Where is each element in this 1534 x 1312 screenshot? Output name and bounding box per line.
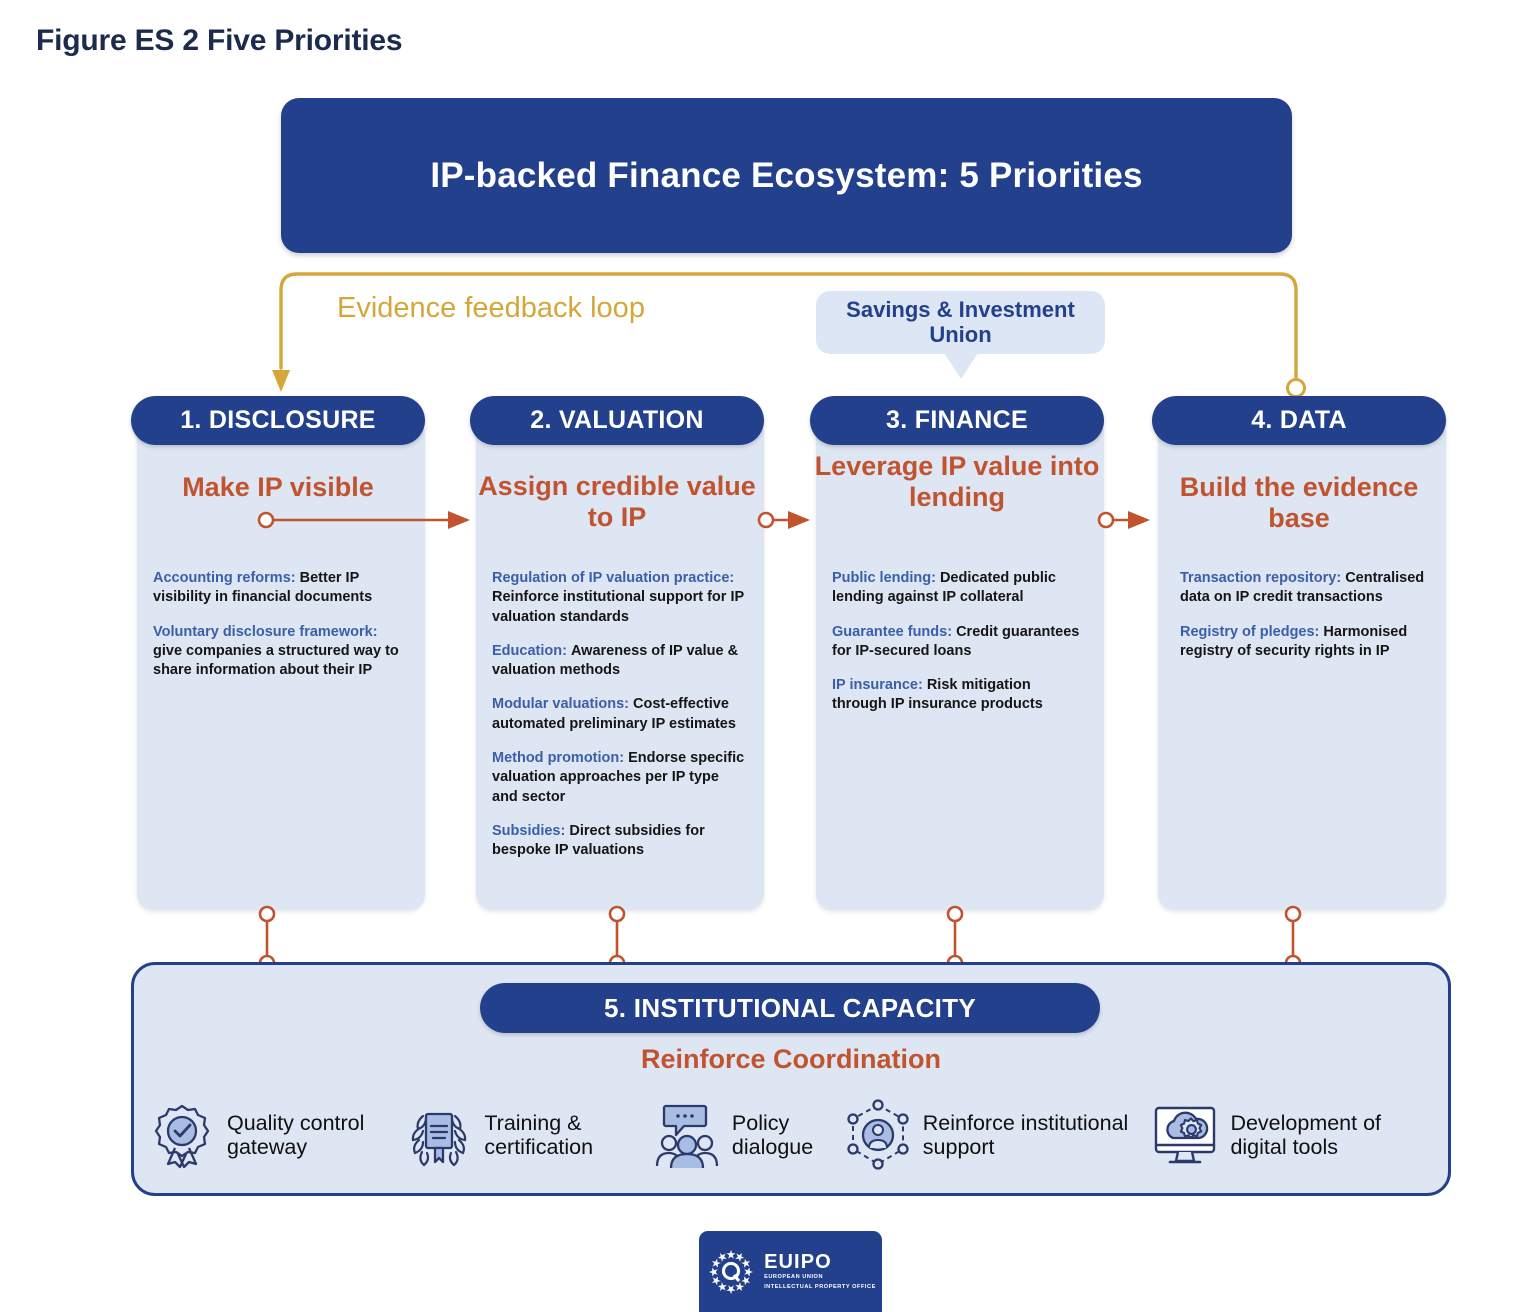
item-label: Method promotion: — [492, 749, 625, 766]
column-header-valuation[interactable]: 2. VALUATION — [470, 396, 764, 445]
euipo-logo: EUIPO EUROPEAN UNION INTELLECTUAL PROPER… — [699, 1231, 882, 1312]
list-item: Accounting reforms: Better IP visibility… — [153, 569, 405, 608]
column-item-list: Regulation of IP valuation practice: Rei… — [492, 569, 748, 875]
item-desc: Credit guarantees for IP-secured loans — [832, 623, 1080, 659]
column-header-label: 3. FINANCE — [886, 406, 1028, 434]
item-desc: Reinforce institutional support for IP v… — [492, 589, 744, 625]
column-subtitle: Assign credible value to IP — [478, 471, 756, 533]
column-header-label: 2. VALUATION — [530, 406, 704, 434]
column-panel — [816, 418, 1104, 910]
evidence-feedback-loop-arrow — [272, 272, 1306, 398]
capacity-item-label: Training & certification — [484, 1110, 594, 1159]
eu-stars-icon — [709, 1249, 754, 1294]
item-label: Regulation of IP valuation practice: — [492, 570, 735, 586]
people-speech-icon — [655, 1104, 719, 1169]
capacity-header[interactable]: 5. INSTITUTIONAL CAPACITY — [480, 983, 1100, 1033]
euipo-wordmark: EUIPO EUROPEAN UNION INTELLECTUAL PROPER… — [764, 1252, 876, 1291]
capacity-item-quality-control: Quality control gateway — [145, 1098, 402, 1172]
capacity-item-institutional-support: Reinforce institutional support — [841, 1098, 1149, 1172]
item-desc: give companies a structured way to share… — [153, 642, 399, 679]
savings-investment-union-label: Savings & Investment Union — [846, 296, 1075, 347]
item-label: Transaction repository: — [1180, 570, 1342, 586]
quality-badge-icon — [154, 1104, 210, 1169]
capacity-item-policy-dialogue: Policy dialogue — [650, 1098, 841, 1172]
item-label: Education: — [492, 642, 567, 659]
list-item: Education: Awareness of IP value & valua… — [492, 642, 748, 681]
list-item: Transaction repository: Centralised data… — [1180, 569, 1436, 608]
capacity-item-list: Quality control gateway Training & — [145, 1090, 1440, 1180]
item-desc: Harmonised registry of security rights i… — [1180, 623, 1408, 659]
item-desc: Centralised data on IP credit transactio… — [1180, 570, 1425, 606]
euipo-line1: EUROPEAN UNION — [764, 1274, 824, 1281]
item-label: Registry of pledges: — [1180, 623, 1320, 640]
network-person-icon — [847, 1099, 909, 1170]
column-subtitle: Make IP visible — [182, 472, 374, 502]
item-label: Modular valuations: — [492, 696, 629, 713]
certificate-laurel-icon — [412, 1112, 467, 1167]
column-item-list: Accounting reforms: Better IP visibility… — [153, 569, 405, 695]
item-label: Voluntary disclosure framework: — [153, 623, 378, 640]
capacity-item-training: Training & certification — [402, 1098, 650, 1172]
euipo-line2: INTELLECTUAL PROPERTY OFFICE — [764, 1283, 876, 1290]
capacity-header-label: 5. INSTITUTIONAL CAPACITY — [604, 992, 976, 1023]
capacity-item-digital-tools: Development of digital tools — [1148, 1098, 1440, 1172]
list-item: Public lending: Dedicated public lending… — [832, 569, 1088, 608]
capacity-item-label: Policy dialogue — [731, 1110, 814, 1159]
item-desc: Awareness of IP value & valuation method… — [492, 642, 739, 679]
list-item: Guarantee funds: Credit guarantees for I… — [832, 623, 1088, 662]
item-desc: Endorse specific valuation approaches pe… — [492, 749, 745, 805]
list-item: Voluntary disclosure framework: give com… — [153, 623, 405, 681]
column-panel — [1158, 418, 1446, 910]
column-panel — [137, 418, 425, 910]
savings-investment-union-callout: Savings & Investment Union — [816, 291, 1105, 354]
item-label: Accounting reforms: — [153, 570, 296, 586]
column-header-finance[interactable]: 3. FINANCE — [810, 396, 1104, 445]
column-subtitle: Build the evidence base — [1179, 472, 1419, 534]
master-banner: IP-backed Finance Ecosystem: 5 Prioritie… — [281, 98, 1292, 253]
capacity-item-label: Quality control gateway — [227, 1110, 365, 1159]
evidence-feedback-loop-label: Evidence feedback loop — [337, 292, 645, 324]
list-item: Modular valuations: Cost-effective autom… — [492, 695, 748, 734]
column-header-disclosure[interactable]: 1. DISCLOSURE — [131, 396, 425, 445]
list-item: Method promotion: Endorse specific valua… — [492, 749, 748, 807]
capacity-item-label: Reinforce institutional support — [922, 1110, 1129, 1159]
column-header-label: 1. DISCLOSURE — [180, 406, 376, 434]
list-item: Subsidies: Direct subsidies for bespoke … — [492, 822, 748, 861]
item-desc: Risk mitigation through IP insurance pro… — [832, 677, 1043, 713]
column-header-data[interactable]: 4. DATA — [1152, 396, 1446, 445]
capacity-item-label: Development of digital tools — [1230, 1110, 1382, 1159]
item-label: Subsidies: — [492, 822, 566, 839]
item-desc: Better IP visibility in financial docume… — [153, 570, 373, 606]
item-label: Guarantee funds: — [832, 623, 953, 640]
callout-tail-icon — [944, 353, 978, 379]
monitor-cloud-gear-icon — [1155, 1106, 1216, 1164]
master-banner-title: IP-backed Finance Ecosystem: 5 Prioritie… — [430, 155, 1143, 195]
page-title: Figure ES 2 Five Priorities — [36, 24, 403, 57]
list-item: IP insurance: Risk mitigation through IP… — [832, 676, 1088, 715]
item-desc: Direct subsidies for bespoke IP valuatio… — [492, 822, 705, 859]
column-header-label: 4. DATA — [1251, 406, 1347, 434]
column-item-list: Public lending: Dedicated public lending… — [832, 569, 1088, 730]
list-item: Regulation of IP valuation practice: Rei… — [492, 569, 748, 627]
euipo-name: EUIPO — [764, 1251, 832, 1274]
column-panel — [476, 418, 764, 910]
item-desc: Dedicated public lending against IP coll… — [832, 570, 1056, 606]
capacity-subtitle: Reinforce Coordination — [640, 1044, 941, 1074]
list-item: Registry of pledges: Harmonised registry… — [1180, 623, 1436, 662]
item-desc: Cost-effective automated preliminary IP … — [492, 696, 736, 732]
item-label: Public lending: — [832, 570, 936, 586]
column-subtitle: Leverage IP value into lending — [814, 451, 1100, 513]
item-label: IP insurance: — [832, 677, 923, 694]
column-item-list: Transaction repository: Centralised data… — [1180, 569, 1436, 676]
